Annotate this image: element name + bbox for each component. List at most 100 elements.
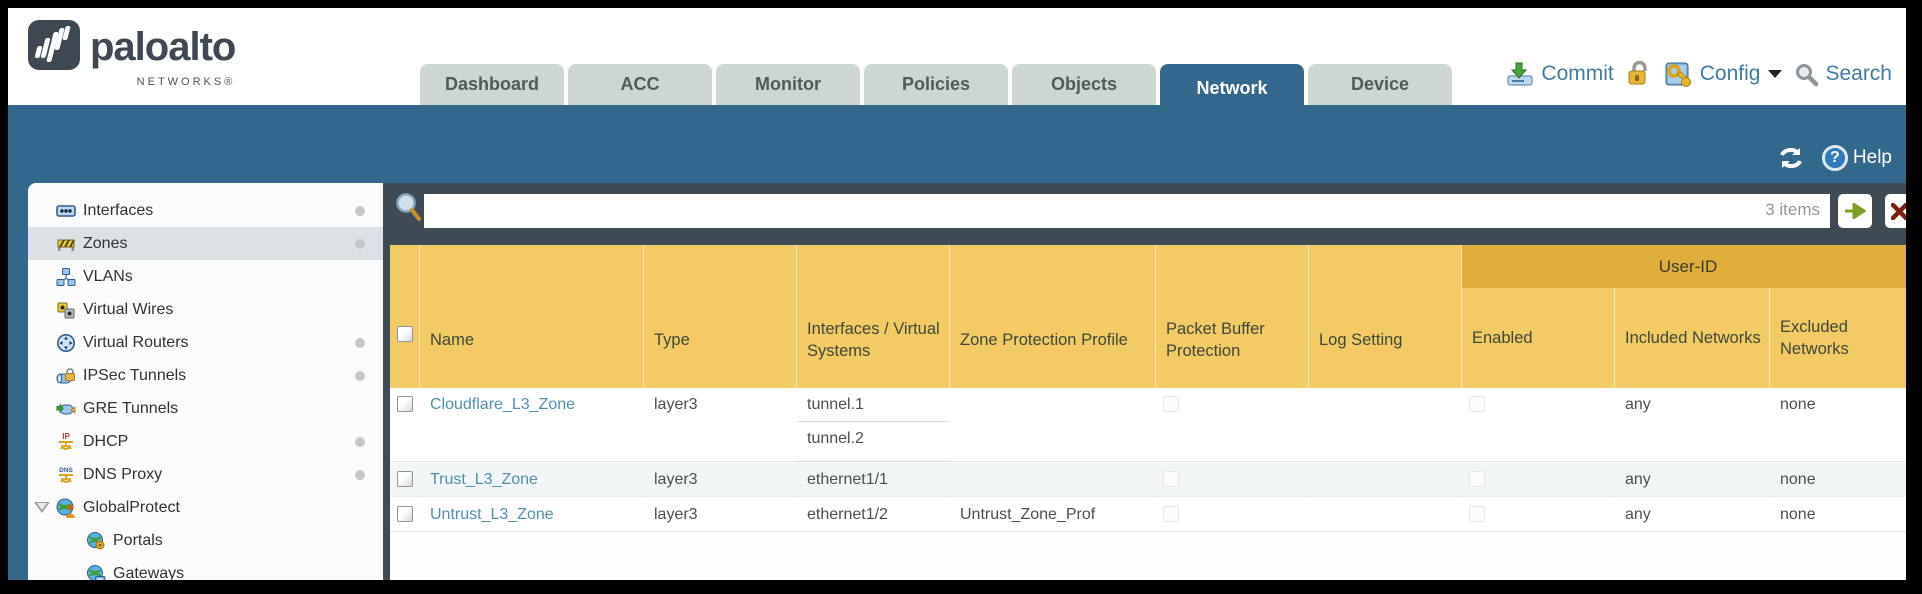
excluded-networks: none (1780, 506, 1816, 523)
sidebar-item-dhcp[interactable]: IP DHCP (28, 425, 383, 458)
tab-objects[interactable]: Objects (1012, 64, 1156, 105)
zones-table-header: User-ID Name Type Interfaces / Virtual S… (390, 245, 1906, 388)
table-row: Untrust_L3_Zone layer3 ethernet1/2 Untru… (390, 498, 1906, 532)
config-menu[interactable]: Config (1664, 60, 1783, 88)
status-dot (355, 371, 365, 381)
select-all-checkbox[interactable] (397, 326, 413, 342)
globalprotect-icon (56, 498, 75, 518)
zone-interface: tunnel.2 (797, 422, 950, 462)
arrow-right-icon (1845, 203, 1866, 219)
search-icon (1796, 63, 1819, 86)
main-nav-tabs: Dashboard ACC Monitor Policies Objects N… (420, 64, 1456, 112)
status-dot (355, 437, 365, 447)
zone-interface: ethernet1/2 (807, 506, 888, 523)
svg-text:IP: IP (62, 432, 70, 441)
sidebar-item-zones[interactable]: Zones (28, 227, 383, 260)
teal-toolbar: ? Help (1776, 145, 1892, 171)
item-count: 3 items (1765, 200, 1820, 219)
log-setting (1309, 498, 1462, 531)
col-header-packet-buffer-protection[interactable]: Packet Buffer Protection (1156, 245, 1309, 388)
dns-proxy-icon: DNS (59, 467, 74, 483)
sidebar-item-virtual-routers[interactable]: Virtual Routers (28, 326, 383, 359)
row-checkbox[interactable] (397, 471, 413, 487)
log-setting (1309, 388, 1462, 421)
col-header-zone-protection-profile[interactable]: Zone Protection Profile (950, 245, 1156, 388)
sidebar-item-gre-tunnels[interactable]: GRE Tunnels (28, 392, 383, 425)
sidebar-item-virtual-wires[interactable]: Virtual Wires (28, 293, 383, 326)
sidebar-item-ipsec-tunnels[interactable]: IPSec Tunnels (28, 359, 383, 392)
vlans-icon (56, 267, 76, 286)
dhcp-icon: IP (59, 432, 73, 450)
sidebar-item-globalprotect[interactable]: GlobalProtect (28, 491, 383, 524)
apply-filter-button[interactable] (1838, 194, 1872, 228)
zone-protection-profile (950, 388, 1156, 421)
logo-brand: paloalto (90, 25, 236, 69)
unlock-icon[interactable] (1626, 60, 1652, 88)
zone-name-link[interactable]: Trust_L3_Zone (430, 471, 538, 488)
userid-enabled-checkbox (1469, 396, 1485, 412)
zone-type: layer3 (654, 396, 698, 413)
col-header-excluded-networks[interactable]: Excluded Networks (1770, 288, 1906, 388)
filter-search-icon (396, 193, 421, 221)
zone-interface: tunnel.1 (797, 388, 950, 422)
row-checkbox[interactable] (397, 396, 413, 412)
ipsec-tunnels-icon (56, 367, 75, 383)
row-checkbox[interactable] (397, 506, 413, 522)
status-dot (355, 338, 365, 348)
help-button[interactable]: ? Help (1821, 145, 1892, 171)
logo-sub: NETWORKS® (136, 76, 236, 88)
included-networks: any (1625, 471, 1651, 488)
zone-protection-profile: Untrust_Zone_Prof (960, 506, 1096, 523)
col-header-log-setting[interactable]: Log Setting (1309, 245, 1462, 388)
svg-text:DNS: DNS (59, 467, 73, 474)
status-dot (355, 470, 365, 480)
col-header-type[interactable]: Type (644, 245, 797, 388)
col-header-name[interactable]: Name (420, 245, 644, 388)
col-header-interfaces[interactable]: Interfaces / Virtual Systems (797, 245, 950, 388)
portals-icon (87, 531, 105, 549)
virtual-routers-icon (57, 333, 75, 352)
col-header-included-networks[interactable]: Included Networks (1615, 288, 1770, 388)
subheader-band: ? Help (8, 105, 1906, 183)
commit-icon (1507, 62, 1533, 86)
sidebar-item-portals[interactable]: Portals (28, 524, 383, 557)
collapse-triangle-icon[interactable] (34, 502, 50, 513)
sidebar-item-vlans[interactable]: VLANs (28, 260, 383, 293)
sidebar-divider (383, 183, 390, 580)
help-icon: ? (1821, 145, 1848, 171)
included-networks: any (1625, 506, 1651, 523)
table-row: Trust_L3_Zone layer3 ethernet1/1 any non… (390, 463, 1906, 497)
zone-filter-input[interactable] (430, 194, 1720, 228)
log-setting (1309, 463, 1462, 496)
tab-device[interactable]: Device (1308, 64, 1452, 105)
zone-interface: ethernet1/1 (807, 471, 888, 488)
userid-enabled-checkbox (1469, 471, 1485, 487)
zones-main-panel: 3 items User-ID Na (390, 183, 1906, 580)
interfaces-icon (56, 204, 76, 217)
tab-dashboard[interactable]: Dashboard (420, 64, 564, 105)
tab-policies[interactable]: Policies (864, 64, 1008, 105)
commit-button[interactable]: Commit (1505, 61, 1614, 87)
header-select-all-cell (390, 245, 420, 388)
zone-name-link[interactable]: Untrust_L3_Zone (430, 506, 554, 523)
clear-filter-button[interactable] (1885, 194, 1906, 228)
config-icon (1665, 62, 1691, 87)
search-button[interactable]: Search (1794, 62, 1892, 87)
zone-name-link[interactable]: Cloudflare_L3_Zone (430, 396, 575, 413)
zone-filter-field: 3 items (424, 194, 1830, 228)
zone-type: layer3 (654, 506, 698, 523)
tab-network[interactable]: Network (1160, 64, 1304, 112)
status-dot (355, 206, 365, 216)
sidebar-item-dns-proxy[interactable]: DNS DNS Proxy (28, 458, 383, 491)
status-dot (355, 239, 365, 249)
userid-enabled-checkbox (1469, 506, 1485, 522)
refresh-icon[interactable] (1776, 145, 1806, 171)
sidebar-item-interfaces[interactable]: Interfaces (28, 194, 383, 227)
sidebar-item-gateways[interactable]: Gateways (28, 557, 383, 580)
tab-acc[interactable]: ACC (568, 64, 712, 105)
virtual-wires-icon (57, 302, 75, 318)
paloalto-logo: paloalto NETWORKS® (28, 20, 236, 88)
zone-type: layer3 (654, 471, 698, 488)
col-header-enabled[interactable]: Enabled (1462, 288, 1615, 388)
tab-monitor[interactable]: Monitor (716, 64, 860, 105)
